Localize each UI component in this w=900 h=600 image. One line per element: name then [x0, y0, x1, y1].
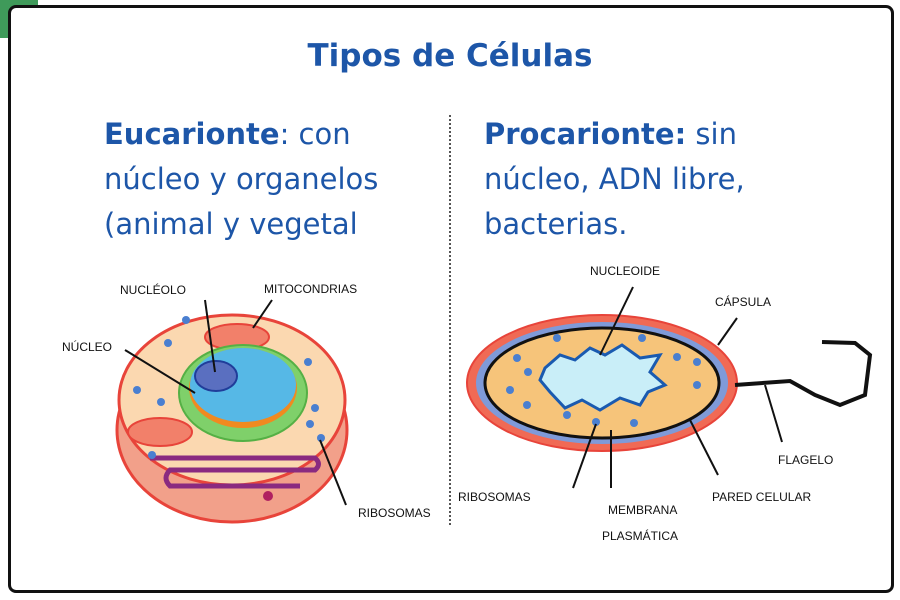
- label-nucleoid: NUCLEOIDE: [590, 264, 660, 278]
- flagellum: [734, 340, 873, 408]
- eukaryote-term: Eucarionte: [104, 117, 280, 151]
- divider: [449, 115, 451, 525]
- label-cell-wall: PARED CELULAR: [712, 490, 811, 504]
- label-membrane-2: PLASMÁTICA: [602, 528, 678, 543]
- prokaryote-cell-illustration: NUCLEOIDE CÁPSULA FLAGELO PARED CELULAR …: [458, 264, 873, 543]
- label-flagellum: FLAGELO: [778, 453, 833, 467]
- label-nucleus: NÚCLEO: [62, 339, 112, 354]
- nucleolus: [194, 360, 238, 392]
- label-ribosomes-euk: RIBOSOMAS: [358, 506, 431, 520]
- mitochondrion-left: [127, 417, 193, 447]
- label-ribosomes-prok: RIBOSOMAS: [458, 490, 531, 504]
- label-mitochondria: MITOCONDRIAS: [264, 282, 357, 296]
- eukaryote-text: : con núcleo y organelos (animal y veget…: [104, 117, 379, 241]
- label-membrane-1: MEMBRANA: [608, 503, 677, 517]
- ribosomes: [133, 316, 325, 459]
- golgi: [150, 455, 321, 489]
- diagram-title: Tipos de Células: [307, 38, 593, 74]
- label-capsule: CÁPSULA: [715, 294, 771, 309]
- prokaryote-description: Procarionte: sin núcleo, ADN libre, bact…: [484, 112, 814, 247]
- eukaryote-description: Eucarionte: con núcleo y organelos (anim…: [104, 112, 434, 247]
- prokaryote-text: sin núcleo, ADN libre, bacterias.: [484, 117, 745, 241]
- prokaryote-term: Procarionte:: [484, 117, 687, 151]
- ribosomes-prok: [506, 334, 701, 427]
- eukaryote-cell-illustration: NUCLÉOLO MITOCONDRIAS NÚCLEO RIBOSOMAS: [62, 282, 431, 524]
- nucleoid: [538, 343, 668, 412]
- label-nucleolus: NUCLÉOLO: [120, 282, 186, 297]
